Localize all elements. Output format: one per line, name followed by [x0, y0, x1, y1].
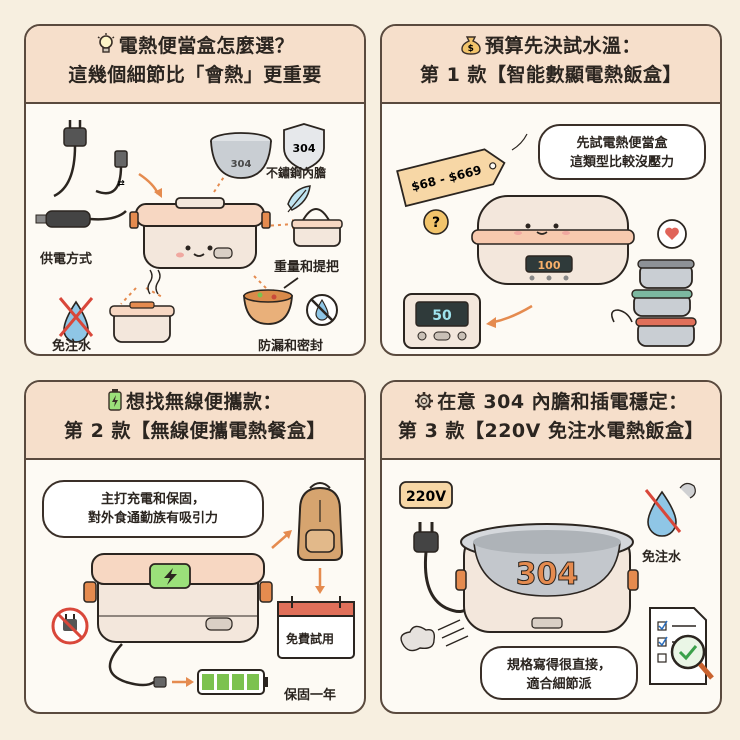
panel-display-text: 50	[432, 308, 452, 324]
bubble-line2: 這類型比較沒壓力	[569, 155, 674, 170]
panel1-illustration: ⇄	[35, 120, 343, 343]
control-panel-illustration: 50	[403, 293, 481, 349]
panel2-illustration: $68 - $669 ? 100 50	[396, 133, 697, 349]
no-water-label: 免注水	[642, 550, 682, 565]
magnifier-check-icon	[670, 634, 714, 680]
question-mark-icon: ?	[423, 209, 449, 235]
power-plug-icon	[413, 522, 470, 613]
panel-budget-pick: $ 預算先決試水溫： 第 1 款【智能數顯電熱飯盒】 $68 - $669 ?	[380, 24, 722, 356]
calendar-icon	[277, 596, 355, 659]
bubble-line1: 主打充電和保固，	[100, 492, 205, 507]
bubble-line2: 對外食通勤族有吸引力	[87, 511, 218, 526]
panel-wireless-pick: 想找無線便攜款： 第 2 款【無線便攜電熱餐盒】	[24, 380, 366, 714]
stainless-steel-label: 不鏽鋼內膽	[266, 166, 327, 180]
car-charger-icon	[35, 210, 127, 228]
food-bowl-icon	[243, 277, 299, 325]
panel4-illustration: 220V 304	[399, 481, 714, 685]
recommendation-bubble: 先試電熱便當盒 這類型比較沒壓力	[538, 124, 706, 180]
panel-header: 電熱便當盒怎麼選？ 這幾個細節比「會熱」更重要	[26, 26, 364, 104]
panel-how-to-choose: 電熱便當盒怎麼選？ 這幾個細節比「會熱」更重要 ⇄	[24, 24, 366, 356]
panel-title-line1: 想找無線便攜款：	[26, 388, 364, 417]
box-with-handle-icon	[291, 208, 343, 247]
small-container-icon	[109, 301, 175, 343]
heart-icon	[657, 219, 687, 249]
no-water-icon	[644, 482, 696, 537]
battery-icon	[108, 389, 122, 411]
pot-304-text: 304	[516, 557, 579, 592]
lunch-box-illustration	[129, 197, 271, 269]
panel-220v-pick: 在意 304 內膽和插電穩定： 第 3 款【220V 免注水電熱飯盒】 220V…	[380, 380, 722, 714]
recommendation-bubble: 主打充電和保固， 對外食通勤族有吸引力	[42, 480, 264, 538]
power-plug-icon	[53, 120, 87, 198]
power-supply-label: 供電方式	[40, 252, 93, 267]
free-trial-label: 免費試用	[286, 632, 335, 646]
steel-bowl-icon: 304	[210, 132, 272, 179]
panel-title-line1: 在意 304 內膽和插電穩定：	[382, 388, 720, 417]
bubble-line2: 適合細節派	[526, 677, 592, 692]
gear-icon	[415, 392, 434, 410]
bubble-line1: 規格寫得很直接，	[506, 658, 611, 673]
svg-text:⇄: ⇄	[117, 179, 125, 189]
panel-header: 想找無線便攜款： 第 2 款【無線便攜電熱餐盒】	[26, 382, 364, 460]
wireless-lunch-box-illustration	[83, 553, 273, 643]
usb-cable-icon: ⇄	[95, 150, 128, 195]
no-water-label: 免注水	[52, 339, 92, 354]
panel3-illustration	[51, 482, 355, 695]
shield-304-icon: 304	[283, 123, 325, 171]
voltage-text: 220V	[406, 489, 446, 505]
cooker-304-illustration: 304	[455, 523, 639, 633]
rice-cooker-illustration: 100	[471, 195, 635, 285]
stacked-containers-icon	[631, 259, 697, 347]
money-bag-icon: $	[461, 36, 481, 55]
panel-title-line2: 第 1 款【智能數顯電熱飯盒】	[420, 64, 682, 86]
feather-icon	[287, 185, 311, 213]
svg-text:?: ?	[432, 215, 440, 231]
cooker-display-text: 100	[538, 259, 561, 272]
battery-full-icon	[197, 669, 268, 695]
panel-title-line2: 第 2 款【無線便攜電熱餐盒】	[64, 420, 326, 442]
no-leak-icon	[306, 294, 338, 326]
lightbulb-icon	[97, 33, 115, 53]
voltage-tag	[399, 481, 453, 509]
price-tag-icon: $68 - $669	[396, 148, 506, 208]
panel-header: 在意 304 內膽和插電穩定： 第 3 款【220V 免注水電熱飯盒】	[382, 382, 720, 460]
panel-title-line2: 第 3 款【220V 免注水電熱飯盒】	[398, 420, 704, 442]
bubble-line1: 先試電熱便當盒	[576, 136, 668, 151]
weight-handle-label: 重量和提把	[274, 260, 340, 275]
panel-header: $ 預算先決試水溫： 第 1 款【智能數顯電熱飯盒】	[382, 26, 720, 104]
panel-title-line1: 電熱便當盒怎麼選？	[26, 32, 364, 61]
leak-seal-label: 防漏和密封	[258, 339, 324, 354]
panel-title-line2: 這幾個細節比「會熱」更重要	[68, 64, 322, 86]
backpack-icon	[296, 482, 344, 561]
panel-title-line1: $ 預算先決試水溫：	[382, 32, 720, 61]
no-plug-icon	[51, 607, 89, 645]
svg-text:$: $	[468, 44, 475, 54]
recommendation-bubble: 規格寫得很直接， 適合細節派	[480, 646, 638, 700]
warranty-label: 保固一年	[284, 688, 337, 703]
bowl-304-text: 304	[231, 159, 252, 170]
no-water-icon	[58, 297, 94, 343]
shield-304-text: 304	[293, 142, 316, 155]
